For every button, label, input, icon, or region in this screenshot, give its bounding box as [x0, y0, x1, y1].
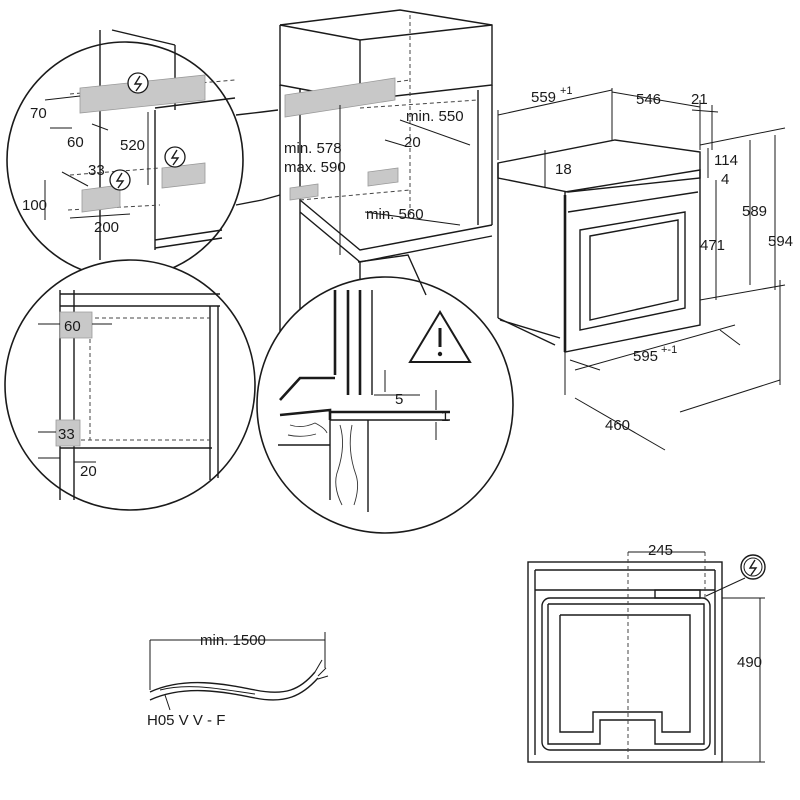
oven-width-label: 559: [531, 89, 556, 106]
oven-depth-front-label: 21: [691, 91, 708, 108]
rear-490-label: 490: [737, 654, 762, 671]
niche-gap-label: 20: [404, 134, 421, 151]
oven-4-label: 4: [721, 171, 729, 188]
detail-520-label: 520: [120, 137, 145, 154]
detail-circle-side: [4, 259, 256, 511]
detail-70-label: 70: [30, 105, 47, 122]
oven-top-offset-label: 18: [555, 161, 572, 178]
detail-60-label: 60: [67, 134, 84, 151]
oven-width-tol-label: +1: [560, 85, 573, 97]
oven-114-label: 114: [714, 152, 738, 169]
detail-33-label: 33: [88, 162, 105, 179]
rear-245-label: 245: [648, 542, 673, 559]
oven-depth-front-panel-label: 460: [605, 417, 630, 434]
power-icon: [164, 146, 186, 168]
power-icon: [109, 169, 131, 191]
power-icon: [740, 554, 766, 580]
niche-min-width-label: min. 560: [366, 206, 424, 223]
side-60-label: 60: [64, 318, 81, 335]
oven-drawing: [497, 88, 786, 451]
gap-1-label: 1: [441, 408, 449, 425]
power-icon: [127, 72, 149, 94]
niche-min-height-label: min. 578: [284, 140, 342, 157]
detail-circle-gap: [256, 254, 514, 534]
oven-front-width-tol-label: +-1: [661, 344, 677, 356]
warning-icon: [408, 310, 472, 363]
cable-length-label: min. 1500: [200, 632, 266, 649]
detail-100-label: 100: [22, 197, 47, 214]
rear-view-drawing: [527, 551, 765, 763]
oven-height-total-label: 594: [768, 233, 793, 250]
gap-5-label: 5: [395, 391, 403, 408]
detail-circle-electrical: [6, 29, 281, 279]
side-20-label: 20: [80, 463, 97, 480]
cabinet-niche: [279, 9, 493, 340]
oven-height-body-label: 589: [742, 203, 767, 220]
cable-type-label: H05 V V - F: [147, 712, 225, 729]
oven-door-height-label: 471: [700, 237, 725, 254]
side-33-label: 33: [58, 426, 75, 443]
niche-max-height-label: max. 590: [284, 159, 346, 176]
oven-depth-body-label: 546: [636, 91, 661, 108]
cable-drawing: [149, 632, 329, 711]
niche-min-depth-label: min. 550: [406, 108, 464, 125]
oven-front-width-label: 595: [633, 348, 658, 365]
detail-200-label: 200: [94, 219, 119, 236]
